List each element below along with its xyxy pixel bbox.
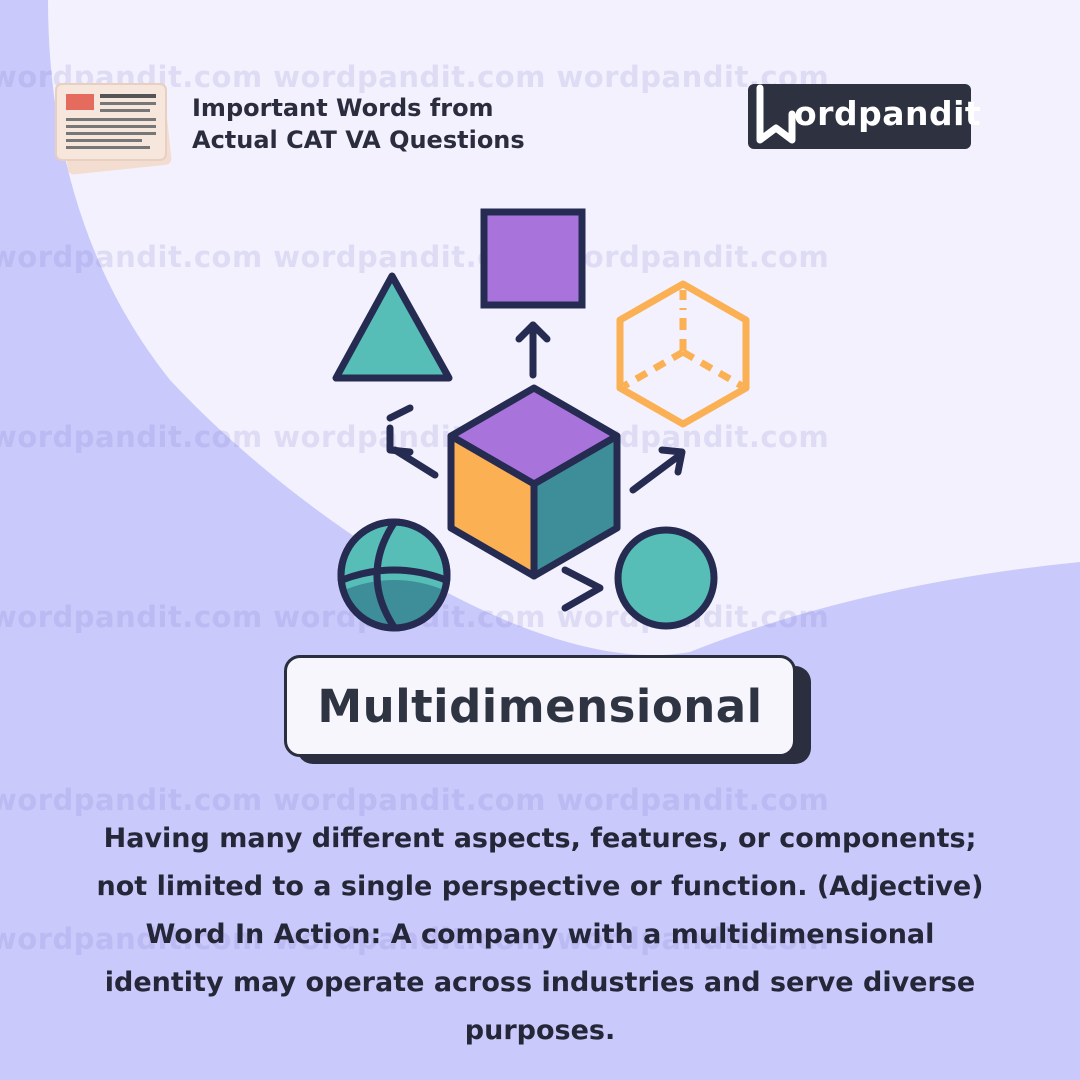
word-box: Multidimensional (284, 655, 796, 757)
sphere-icon (337, 518, 451, 632)
definition-line: Having many different aspects, features,… (103, 823, 977, 854)
multidimensional-illustration (332, 208, 750, 632)
wordpandit-logo: ordpandit (748, 84, 981, 149)
wireframe-cube-icon (616, 280, 750, 428)
definition-line: not limited to a single perspective or f… (96, 871, 984, 902)
example-line: identity may operate across industries a… (104, 967, 976, 998)
cube-icon (447, 384, 621, 580)
triangle-icon (332, 272, 453, 382)
circle-icon (614, 526, 718, 630)
example-line: purposes. (464, 1015, 616, 1046)
example-line: Word In Action: A company with a multidi… (145, 919, 935, 950)
newspaper-icon (55, 83, 172, 175)
definition: Having many different aspects, features,… (20, 815, 1060, 1055)
arrow-icons (386, 321, 686, 612)
w-bookmark-logo-icon (756, 84, 796, 144)
logo-text: ordpandit (794, 94, 982, 133)
header-title-line2: Actual CAT VA Questions (192, 126, 525, 154)
square-icon (480, 208, 586, 309)
header-title: Important Words from Actual CAT VA Quest… (192, 92, 525, 156)
header-title-line1: Important Words from (192, 94, 494, 122)
word-title: Multidimensional (317, 679, 763, 733)
